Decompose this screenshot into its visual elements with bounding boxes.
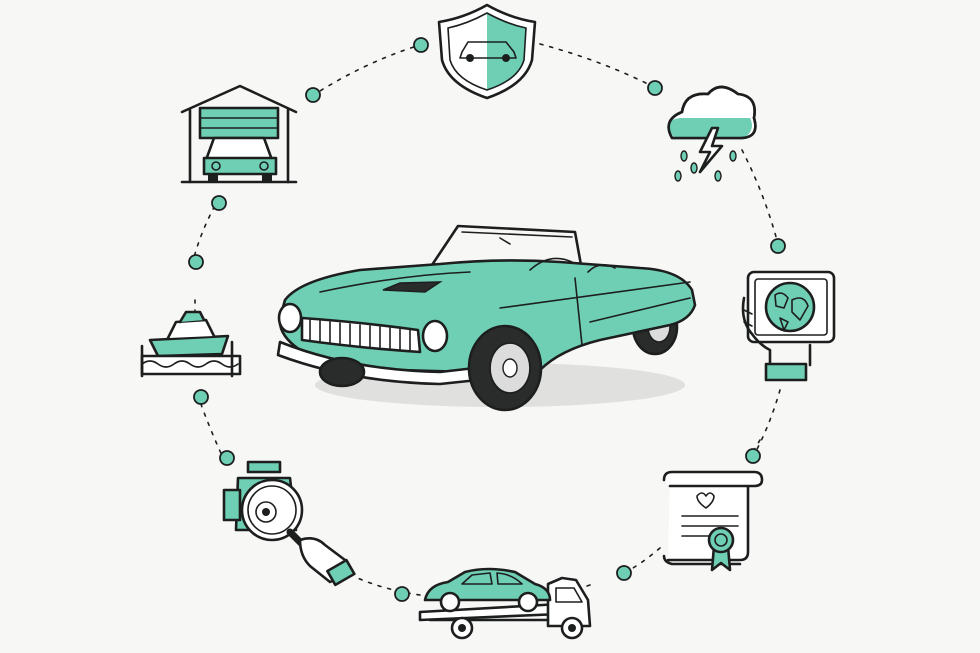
ring-nodes xyxy=(188,37,786,602)
ring-node xyxy=(770,238,786,254)
tablet-globe-icon xyxy=(741,270,836,382)
boat-dock-icon xyxy=(140,310,242,378)
ring-node xyxy=(219,450,235,466)
magnifier-engine-icon xyxy=(222,460,356,587)
certificate-scroll-icon xyxy=(662,470,764,572)
storm-cloud-icon xyxy=(667,85,757,182)
ring-node xyxy=(193,389,209,405)
ring-node xyxy=(305,87,321,103)
ring-node xyxy=(188,254,204,270)
garage-car-icon xyxy=(180,84,298,184)
ring-node xyxy=(394,586,410,602)
ring-node xyxy=(211,195,227,211)
ring-node xyxy=(413,37,429,53)
convertible-classic-car-icon xyxy=(276,224,697,412)
shield-car-icon xyxy=(437,3,537,100)
ring-node xyxy=(647,80,663,96)
tow-truck-icon xyxy=(418,567,592,640)
ring-node xyxy=(616,565,632,581)
ring-node xyxy=(745,448,761,464)
